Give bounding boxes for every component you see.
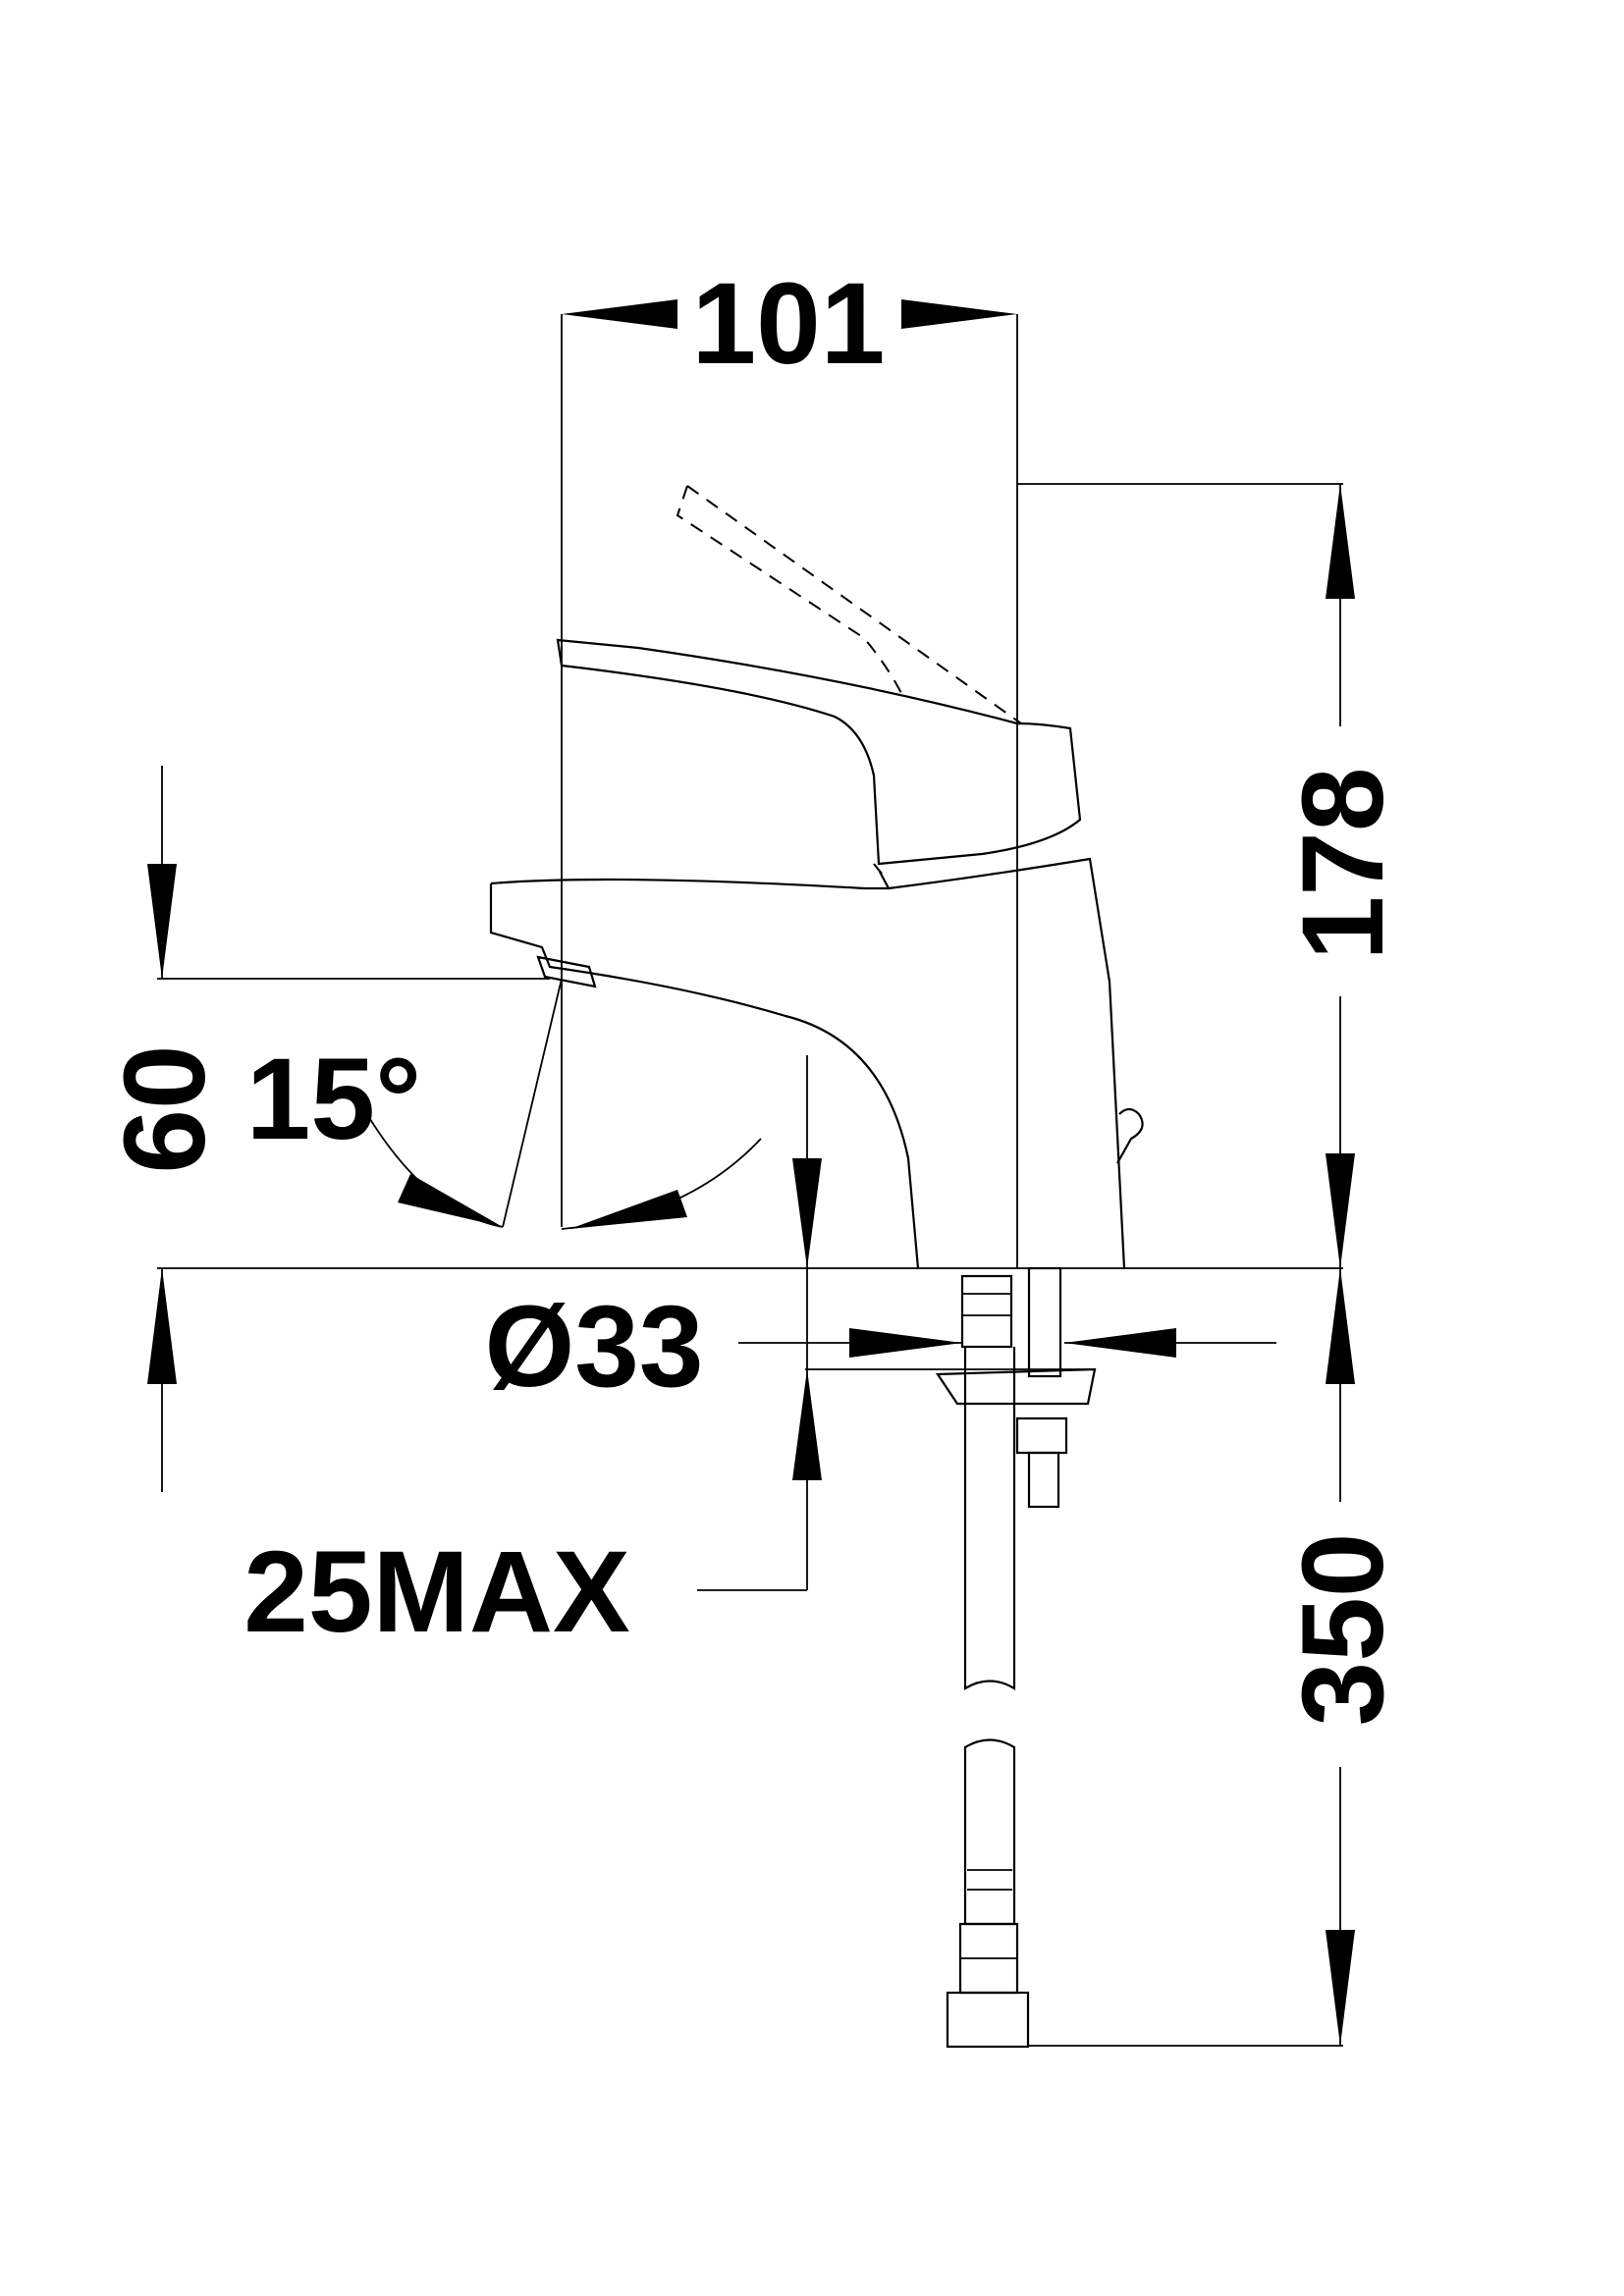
hose-end-nut	[946, 1991, 1030, 2049]
faucet-body	[489, 485, 1144, 1269]
width-dimension-label: 101	[692, 259, 886, 389]
spout-height-dimension-label: 60	[100, 1044, 230, 1173]
dimension-angle: 15°	[246, 978, 762, 1230]
angle-dimension-label: 15°	[246, 1035, 421, 1164]
dimension-max-thickness: 25MAX	[244, 1055, 822, 1657]
lever-handle	[556, 638, 1082, 866]
hose-length-dimension-label: 350	[1278, 1533, 1408, 1727]
spout	[489, 883, 920, 1269]
max-thickness-dimension-label: 25MAX	[244, 1527, 629, 1657]
mounting-stud	[1027, 1266, 1062, 1378]
hose-upper	[963, 1347, 1016, 1690]
body-column	[879, 857, 1126, 1269]
dimension-hose-length: 350	[1278, 1268, 1408, 2046]
dimension-width: 101	[562, 259, 1017, 389]
mounting-hardware	[935, 1266, 1097, 2049]
dimension-diameter: Ø33	[484, 1282, 1176, 1412]
mounting-plate	[935, 1367, 1097, 1406]
aerator	[536, 955, 597, 988]
extension-lines	[157, 314, 1343, 2047]
hose-lower	[963, 1738, 1016, 1926]
hose-fitting-top	[960, 1274, 1013, 1349]
height-dimension-label: 178	[1278, 768, 1408, 961]
popup-rod	[1116, 1107, 1144, 1164]
mounting-nut	[1015, 1416, 1068, 1455]
lever-handle-raised	[676, 485, 904, 698]
dimension-height: 178	[1278, 484, 1408, 1268]
dimension-spout-height: 60	[100, 766, 230, 1492]
diameter-dimension-label: Ø33	[484, 1282, 703, 1412]
